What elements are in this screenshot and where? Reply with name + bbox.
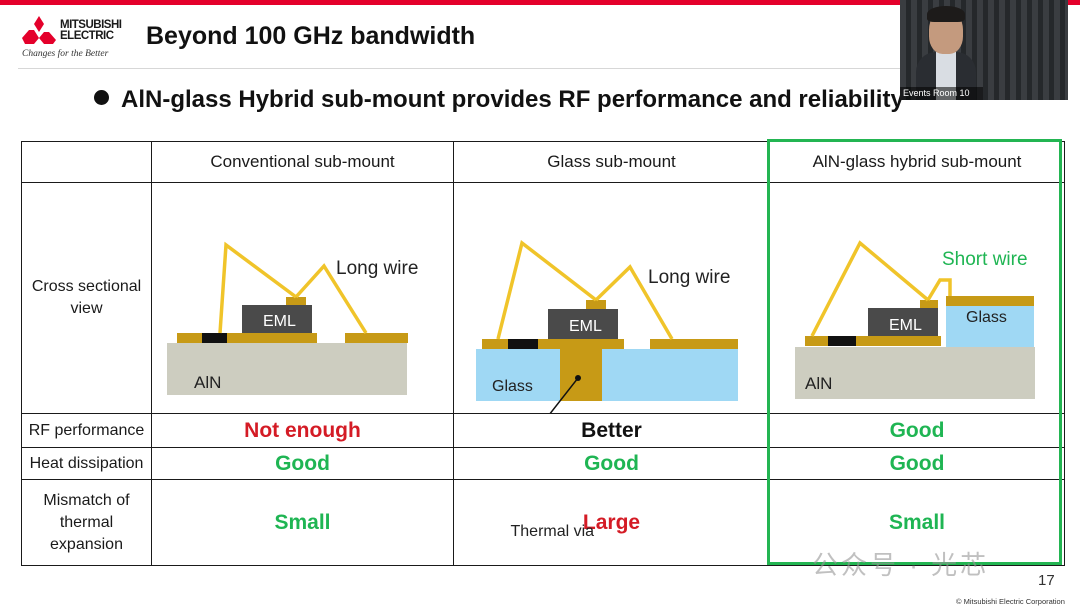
black-pad [828, 336, 856, 346]
black-pad [508, 339, 538, 349]
bullet-dot-icon [94, 90, 109, 105]
value-rf-hybrid: Good [769, 413, 1065, 448]
aln-label: AlN [194, 373, 221, 392]
eml-label: EML [889, 317, 922, 334]
brand-name: MITSUBISHI ELECTRIC [60, 19, 122, 42]
table-row: Mismatch of thermal expansion Small Larg… [21, 479, 1065, 566]
table-header-row: Conventional sub-mount Glass sub-mount A… [21, 141, 1065, 183]
gold-pad-left [177, 333, 317, 343]
row-label-rf: RF performance [21, 413, 152, 448]
company-logo: MITSUBISHI ELECTRIC Changes for the Bett… [22, 14, 132, 62]
gold-pad-left [805, 336, 941, 346]
bond-wire [810, 240, 930, 337]
glass-top-pad [946, 296, 1034, 306]
via-leader [549, 377, 579, 413]
aln-substrate [167, 343, 407, 395]
glass-block [946, 306, 1034, 347]
speaker-hair [927, 6, 965, 22]
glass-submount-diagram: Glass EML Long wire [476, 239, 738, 413]
eml-chip [548, 309, 618, 339]
top-accent-bar [0, 0, 1080, 5]
hybrid-column-highlight [767, 139, 1062, 565]
glass-label: Glass [492, 378, 533, 395]
wire-label: Long wire [336, 258, 418, 279]
watermark: 公众号 · 光芯 [812, 550, 990, 580]
value-mismatch-glass: Large [453, 479, 770, 566]
three-diamonds-icon [22, 16, 56, 44]
bond-wire [218, 241, 298, 334]
glass-substrate [476, 349, 738, 401]
slide-title: Beyond 100 GHz bandwidth [146, 22, 476, 50]
diagram-cell-conventional: AlN EML Long wire [151, 182, 454, 414]
row-label-cross-section: Cross sectional view [21, 182, 152, 414]
video-caption: Events Room 10 [900, 87, 983, 100]
gold-pad-right [650, 339, 738, 349]
conventional-submount-diagram: AlN EML Long wire [167, 241, 418, 395]
hybrid-submount-diagram: AlN Glass EML Short wire [795, 240, 1035, 399]
chip-pad [920, 300, 938, 308]
value-heat-conventional: Good [151, 447, 454, 480]
wire-label: Short wire [942, 249, 1028, 270]
speaker-video[interactable]: Events Room 10 [900, 0, 1068, 100]
bullet-text: AlN-glass Hybrid sub-mount provides RF p… [121, 86, 904, 113]
diagram-cell-glass: Glass EML Long wire Thermal via [453, 182, 770, 540]
value-heat-glass: Good [453, 447, 770, 480]
eml-chip [868, 308, 938, 336]
bond-wire [496, 239, 598, 340]
row-label-mismatch: Mismatch of thermal expansion [21, 479, 152, 566]
thermal-via [560, 339, 602, 401]
value-mismatch-conventional: Small [151, 479, 454, 566]
chip-pad [286, 297, 306, 305]
copyright-notice: © Mitsubishi Electric Corporation [956, 597, 1065, 606]
chip-pad [586, 300, 606, 309]
page-number: 17 [1038, 572, 1055, 589]
bond-wire [926, 278, 952, 301]
gold-pad-left [482, 339, 624, 349]
glass-block-label: Glass [966, 309, 1007, 326]
bond-wire [294, 263, 368, 334]
col-header-hybrid: AlN-glass hybrid sub-mount [769, 141, 1065, 183]
row-label-heat: Heat dissipation [21, 447, 152, 480]
title-divider [18, 68, 1062, 69]
aln-substrate [795, 347, 1035, 399]
eml-label: EML [263, 313, 296, 330]
value-mismatch-hybrid: Small [769, 479, 1065, 566]
diagram-cell-hybrid: AlN Glass EML Short wire [769, 182, 1065, 414]
table-row: Heat dissipation Good Good Good [21, 447, 1065, 480]
value-rf-conventional: Not enough [151, 413, 454, 448]
corner-cell [21, 141, 152, 183]
eml-chip [242, 305, 312, 333]
comparison-table: Conventional sub-mount Glass sub-mount A… [21, 141, 1065, 566]
table-row: RF performance Not enough Better Good [21, 413, 1065, 448]
bond-wire [594, 264, 674, 340]
table-row: Cross sectional view AlN EML Long wire G [21, 182, 1065, 540]
col-header-conventional: Conventional sub-mount [151, 141, 454, 183]
black-pad [202, 333, 227, 343]
gold-pad-right [345, 333, 408, 343]
brand-tagline: Changes for the Better [22, 49, 109, 59]
col-header-glass: Glass sub-mount [453, 141, 770, 183]
wire-label: Long wire [648, 267, 730, 288]
value-rf-glass: Better [453, 413, 770, 448]
eml-label: EML [569, 318, 602, 335]
value-heat-hybrid: Good [769, 447, 1065, 480]
bullet-point: AlN-glass Hybrid sub-mount provides RF p… [94, 86, 904, 114]
thermal-via-label: Thermal via [510, 522, 595, 540]
aln-label: AlN [805, 374, 832, 393]
